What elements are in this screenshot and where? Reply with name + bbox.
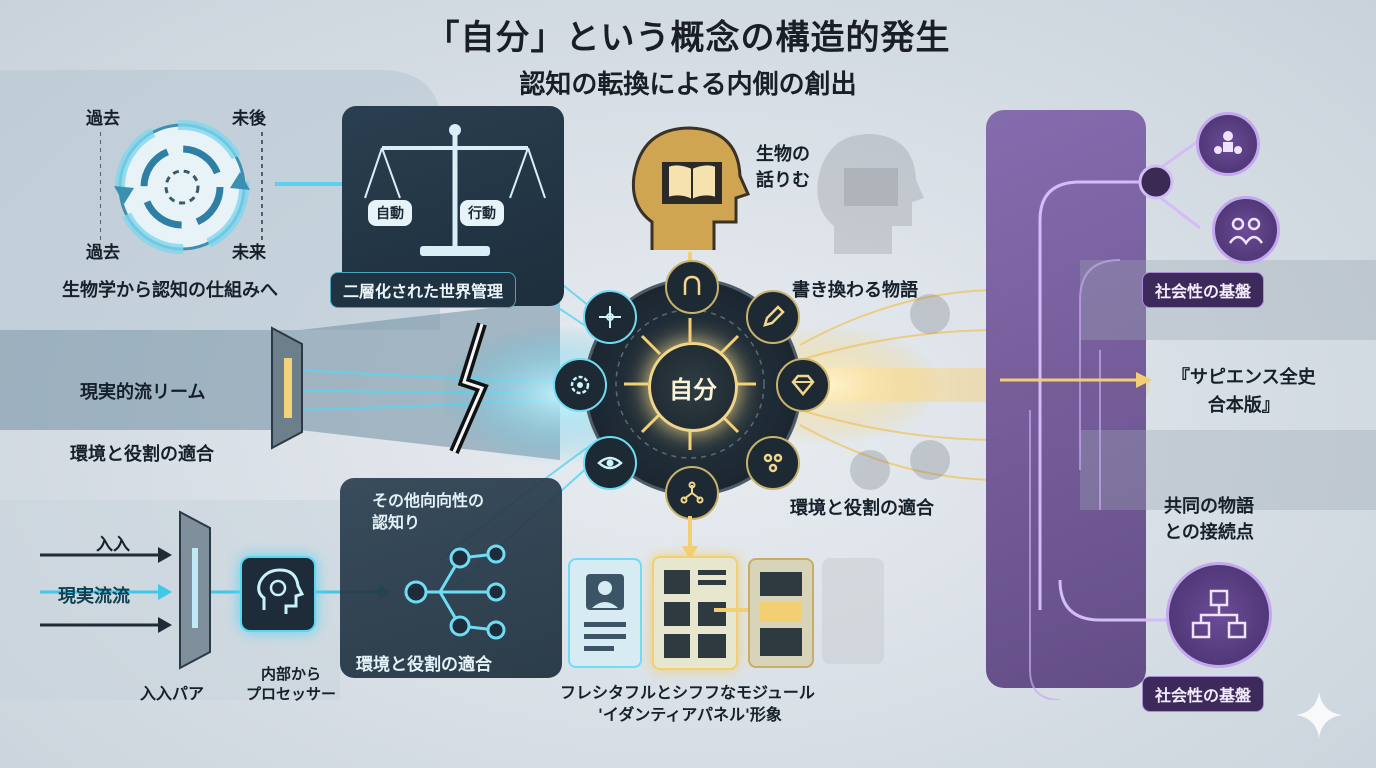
module-stack-card — [748, 558, 814, 668]
node-bottom — [665, 466, 719, 520]
sparkle-icon — [1296, 692, 1342, 738]
network-hub-icon — [599, 306, 621, 328]
scale-left-pan: 自動 — [368, 200, 412, 226]
cluster-icon — [763, 453, 783, 473]
eye-icon — [597, 456, 623, 470]
social-top-label: 社会性の基盤 — [1142, 272, 1265, 308]
core-right-top-label: 書き換わる物語 — [792, 280, 918, 301]
sapiens-reference: 『サピエンス全史 合本版』 — [1172, 364, 1316, 420]
social-connectors — [1000, 138, 1201, 700]
head-book-ghost-icon — [817, 134, 924, 254]
processor-caption: 内部から プロセッサー — [246, 664, 336, 704]
module-grid-icon — [664, 570, 726, 658]
shared-story-line1: 共同の物語 — [1164, 496, 1254, 517]
sapiens-line2: 合本版』 — [1207, 395, 1280, 416]
module-ghost-card — [822, 558, 884, 664]
node-bottom-left — [583, 436, 637, 490]
processor-caption-line1: 内部から — [261, 665, 322, 683]
ghost-nodes — [850, 294, 950, 490]
shared-story-line2: との接続点 — [1164, 522, 1254, 543]
diamond-icon — [791, 374, 815, 396]
social-bottom-label: 社会性の基盤 — [1142, 676, 1265, 712]
branching-network-icon — [404, 544, 506, 640]
team-icon — [1214, 131, 1242, 154]
stream-gate-icon — [271, 322, 489, 455]
node-left — [553, 358, 607, 412]
modules-caption: フレシタフルとシフフなモジュール 'イダンティアパネル'形象 — [560, 682, 815, 726]
scale-right-pan: 行動 — [460, 200, 504, 226]
input-panel-icon — [179, 510, 211, 670]
head-book-icon — [631, 126, 751, 250]
shared-story-label: 共同の物語 との接続点 — [1164, 494, 1254, 546]
head-label: 生物の 話りむ — [756, 142, 810, 194]
stream-label-bottom: 環境と役割の適合 — [70, 444, 214, 465]
input-label-in: 入入 — [96, 535, 130, 555]
head-label-line1: 生物の — [756, 144, 810, 165]
horseshoe-icon — [683, 275, 701, 295]
hierarchy-icon-circle — [1166, 562, 1272, 668]
head-gear-icon — [257, 568, 305, 614]
modules-caption-line2: 'イダンティアパネル'形象 — [598, 705, 782, 724]
gear-brain-icon — [570, 375, 590, 395]
node-top-left — [583, 290, 637, 344]
module-stack-icon — [760, 572, 802, 656]
node-top — [665, 260, 719, 314]
network-title-line2: 認知り — [372, 513, 421, 532]
group-icon-circle — [1212, 196, 1280, 264]
processor-caption-line2: プロセッサー — [246, 685, 337, 703]
processor-box — [240, 556, 316, 632]
pencil-icon — [763, 305, 785, 327]
core-self: 自分 — [648, 342, 738, 432]
node-bottom-right — [746, 436, 800, 490]
social-panel — [986, 110, 1146, 688]
team-icon-circle — [1196, 112, 1260, 176]
core-right-bottom-label: 環境と役割の適合 — [790, 498, 934, 519]
cycle-past-bottom: 過去 — [86, 243, 120, 263]
scales-caption: 二層化された世界管理 — [330, 272, 517, 308]
cycle-past-top: 過去 — [86, 109, 120, 129]
node-top-right — [746, 290, 800, 344]
network-panel-title: その他向向性の 認知り — [372, 490, 484, 534]
network-title-line1: その他向向性の — [372, 491, 485, 510]
input-label-flow: 現実流流 — [58, 586, 130, 607]
core-down-arrow-icon — [682, 516, 698, 560]
modules-caption-line1: フレシタフルとシフフなモジュール — [560, 683, 815, 702]
tree-icon — [680, 481, 704, 504]
input-panel-label: 入入パア — [140, 684, 205, 703]
identity-card — [568, 558, 642, 668]
page-subtitle: 認知の転換による内側の創出 — [519, 70, 857, 100]
balance-scale-icon — [364, 124, 546, 256]
cycle-arrows-icon — [100, 120, 263, 254]
group-icon — [1228, 217, 1264, 246]
page-title: 「自分」という概念の構造的発生 — [425, 18, 951, 58]
cycle-caption: 生物学から認知の仕組みへ — [62, 280, 278, 301]
network-panel — [340, 478, 562, 678]
network-panel-caption: 環境と役割の適合 — [356, 655, 492, 675]
social-band-bottom — [1080, 430, 1376, 510]
head-label-line2: 話りむ — [756, 170, 810, 191]
node-right — [776, 358, 830, 412]
cycle-future-bottom: 未来 — [232, 243, 266, 263]
user-profile-icon — [584, 574, 626, 651]
sapiens-line1: 『サピエンス全史 — [1172, 367, 1316, 388]
cycle-future-top: 未後 — [232, 109, 266, 129]
stream-label-top: 現実的流リーム — [80, 382, 206, 403]
hierarchy-icon — [1191, 589, 1247, 639]
module-grid-card — [652, 556, 738, 670]
